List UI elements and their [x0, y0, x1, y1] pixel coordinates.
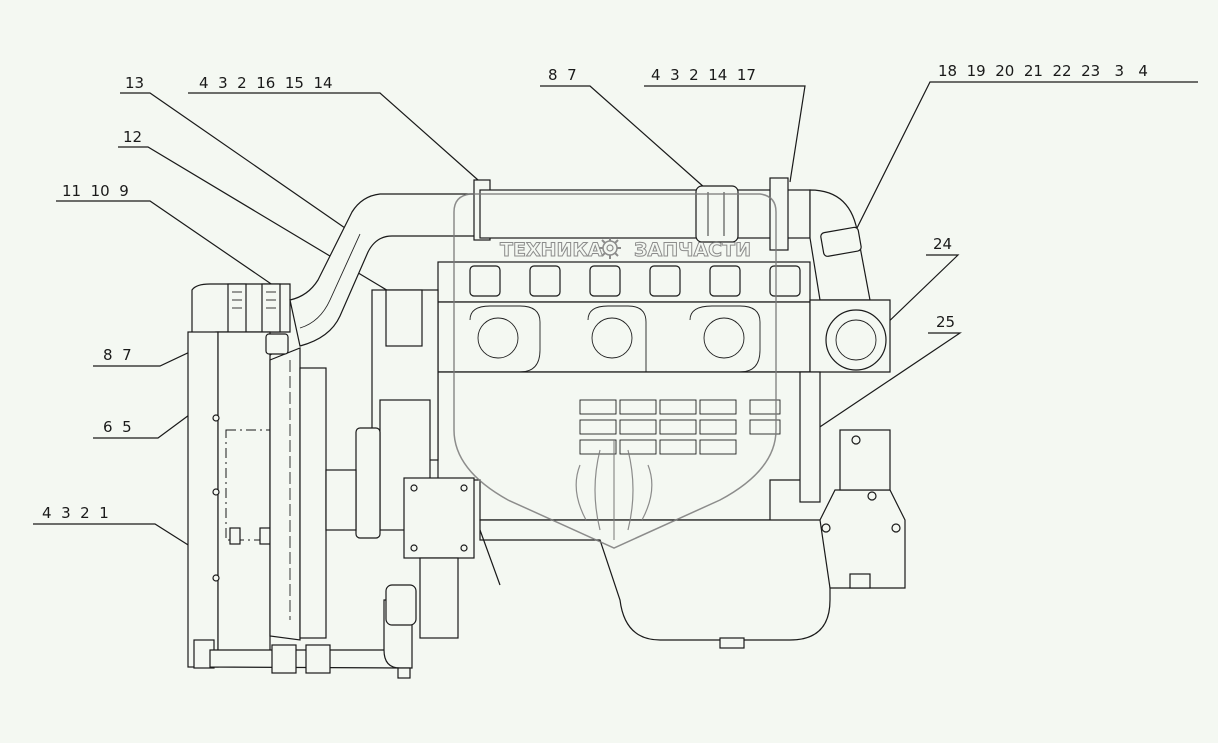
callout-13: 13: [125, 74, 144, 92]
watermark-left-text: ТЕХНИКА: [500, 239, 603, 261]
thermostat-housing: [385, 289, 423, 347]
leader-lines: [33, 81, 1198, 606]
callout-6-5: 6 5: [103, 418, 132, 436]
leader-12: [118, 146, 401, 299]
fan-shroud: [269, 347, 301, 641]
callout-4-3-2-1: 4 3 2 1: [42, 504, 109, 522]
pipe-clamp-17: [769, 177, 789, 251]
lower-clamp-2: [305, 644, 331, 674]
callout-11-10-9: 11 10 9: [62, 182, 129, 200]
turbo-compressor-wheel: [825, 309, 887, 371]
lower-hose: [209, 649, 401, 669]
callout-18-23: 18 19 20 21 22 23 3 4: [938, 62, 1148, 80]
leader-24: [879, 254, 960, 331]
turbo-oil-line: [799, 371, 821, 503]
dipstick: [479, 529, 501, 586]
callout-4-3-2-16-15-14: 4 3 2 16 15 14: [199, 74, 333, 92]
crankcase-ribs: [579, 399, 781, 455]
leader-25: [777, 332, 962, 456]
fan-blade: [299, 367, 327, 639]
leader-18-23: [839, 81, 1198, 263]
radiator-tank: [187, 331, 219, 668]
callout-labels: 13 4 3 2 16 15 14 12 11 10 9 8 7 6 5 4 3…: [42, 62, 1148, 522]
rear-engine-mount: [819, 429, 906, 589]
watermark-shield: [453, 193, 777, 549]
leader-16-15-14: [188, 92, 479, 181]
valve-cover-ribs: [469, 265, 801, 297]
watermark-wheat: [575, 440, 653, 540]
callout-8-7-left: 8 7: [103, 346, 132, 364]
top-pipe-rubber-joint: [695, 185, 739, 243]
callout-4-3-2-14-17: 4 3 2 14 17: [651, 66, 756, 84]
rear-mount-bracket: [819, 489, 906, 589]
callout-12: 12: [123, 128, 142, 146]
crankcase: [437, 371, 811, 521]
top-pipe-body: [479, 189, 811, 239]
radiator-core: [217, 331, 271, 658]
callout-24: 24: [933, 235, 952, 253]
lower-clamp-1: [271, 644, 297, 674]
top-air-pipe: [479, 177, 871, 301]
oil-pan: [479, 519, 831, 641]
turbo-hose-clamp: [820, 226, 862, 257]
callout-25: 25: [936, 313, 955, 331]
exhaust-manifold: [437, 301, 811, 373]
radiator-assembly: [187, 283, 417, 679]
leader-14-17: [644, 85, 806, 183]
leader-13: [120, 92, 346, 229]
hose-coupling: [265, 333, 289, 355]
turbocharger: [799, 299, 891, 503]
engine-block: [325, 261, 831, 649]
oil-drain-plug: [719, 637, 745, 649]
callout-8-7-top: 8 7: [548, 66, 577, 84]
leader-8-7-top: [540, 85, 706, 189]
gear-icon: [599, 237, 621, 259]
crank-pulley: [355, 427, 381, 539]
front-mount-leg: [419, 557, 459, 639]
leader-11-10-9: [56, 200, 281, 291]
watermark: ТЕХНИКА ЗАПЧАСТИ: [453, 193, 777, 549]
watermark-right-text: ЗАПЧАСТИ: [634, 239, 751, 261]
rear-mount-block: [839, 429, 891, 491]
crank-hub: [325, 469, 357, 531]
